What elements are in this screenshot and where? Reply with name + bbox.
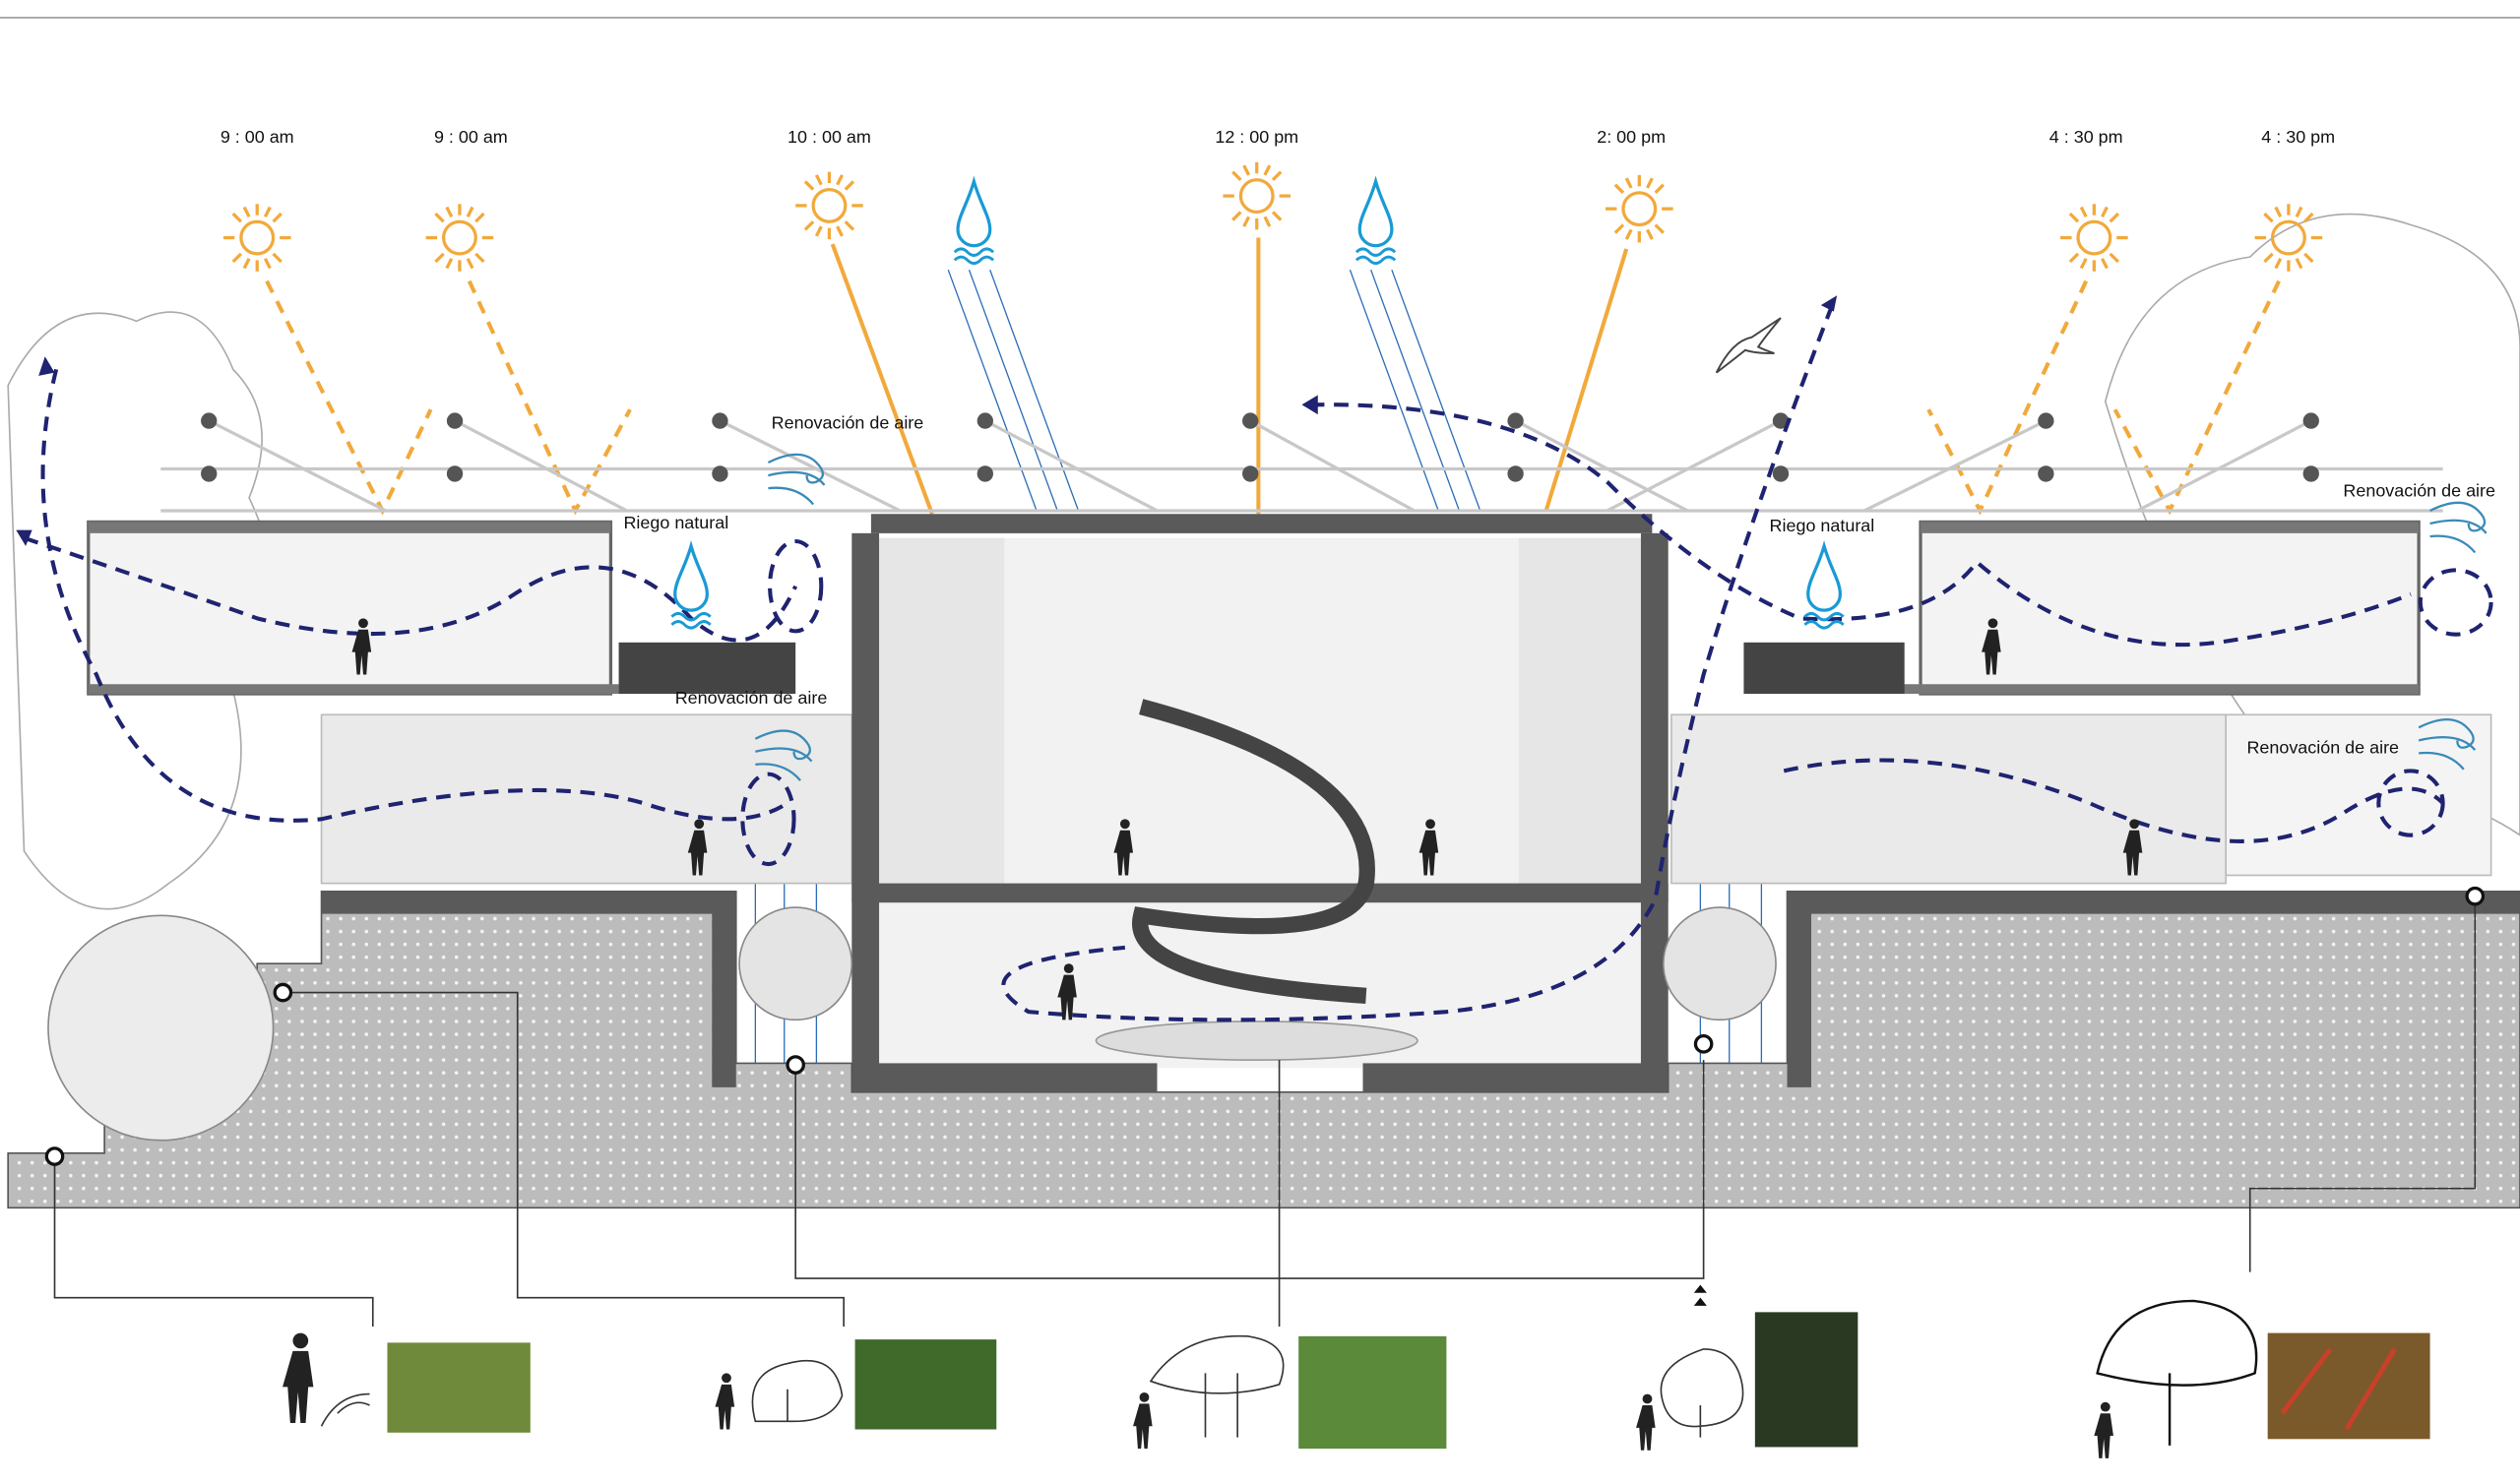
species-4: [1636, 1284, 1858, 1451]
person-silhouette-icon: [283, 1332, 314, 1423]
tree-icon: [320, 1392, 370, 1427]
shrubs: [47, 906, 1777, 1142]
tree-icon: [1149, 1334, 1285, 1438]
time-label: 2: 00 pm: [1597, 127, 1666, 147]
airflow-paths: [23, 304, 2493, 1022]
sun-icon: [221, 202, 293, 274]
roof-truss: [160, 419, 2443, 513]
sun-icon: [1604, 173, 1675, 245]
truss-nodes: [201, 412, 2319, 482]
leader-markers: [44, 886, 2486, 1166]
left-wing: [87, 520, 796, 696]
water-drop-icon: [1354, 179, 1397, 266]
air-renewal-label: Renovación de aire: [2343, 480, 2495, 500]
right-wing: [1743, 520, 2421, 696]
tree-icon: [2096, 1299, 2258, 1446]
plant-photo: [854, 1339, 997, 1430]
person-silhouette-icon: [1636, 1393, 1656, 1451]
tree-icon: [751, 1359, 844, 1423]
central-building: [851, 514, 1669, 1092]
water-drop-icon: [1802, 544, 1846, 630]
species-5: [2094, 1299, 2430, 1458]
species-3: [1133, 1334, 1447, 1450]
water-drop-icon: [953, 179, 995, 266]
species-1: [283, 1332, 531, 1433]
lower-canopy: [320, 713, 2492, 885]
leader-lines: [53, 896, 2477, 1328]
sun-icon: [793, 169, 865, 241]
air-renewal-label: Renovación de aire: [772, 413, 924, 433]
bird-icon: [1715, 317, 1782, 374]
plant-photo: [1754, 1312, 1858, 1448]
natural-irrigation-label: Riego natural: [623, 513, 728, 532]
time-label: 4 : 30 pm: [2049, 127, 2123, 147]
time-label: 9 : 00 am: [434, 127, 508, 147]
air-renewal-label: Renovación de aire: [2246, 737, 2399, 757]
air-renewal-label: Renovación de aire: [675, 688, 828, 708]
sun-icon: [1221, 160, 1292, 232]
natural-irrigation-label: Riego natural: [1770, 516, 1875, 535]
species-2: [715, 1339, 997, 1430]
ground-walls: [321, 891, 2520, 1087]
sun-icon: [424, 202, 495, 274]
time-label: 10 : 00 am: [788, 127, 871, 147]
time-labels: 9 : 00 am 9 : 00 am 10 : 00 am 12 : 00 p…: [220, 127, 2335, 147]
person-silhouette-icon: [715, 1373, 735, 1430]
sun-icon: [2252, 202, 2324, 274]
person-silhouette-icon: [2094, 1401, 2113, 1458]
time-label: 12 : 00 pm: [1215, 127, 1298, 147]
plant-photo: [387, 1342, 531, 1433]
plant-photo: [1298, 1335, 1447, 1450]
person-silhouette-icon: [1133, 1391, 1153, 1450]
tree-icon: [1660, 1348, 1744, 1438]
sun-icon: [2058, 202, 2130, 274]
time-label: 4 : 30 pm: [2261, 127, 2335, 147]
wind-icon: [767, 453, 826, 506]
time-label: 9 : 00 am: [220, 127, 294, 147]
airflow-arrowheads: [16, 295, 1838, 546]
